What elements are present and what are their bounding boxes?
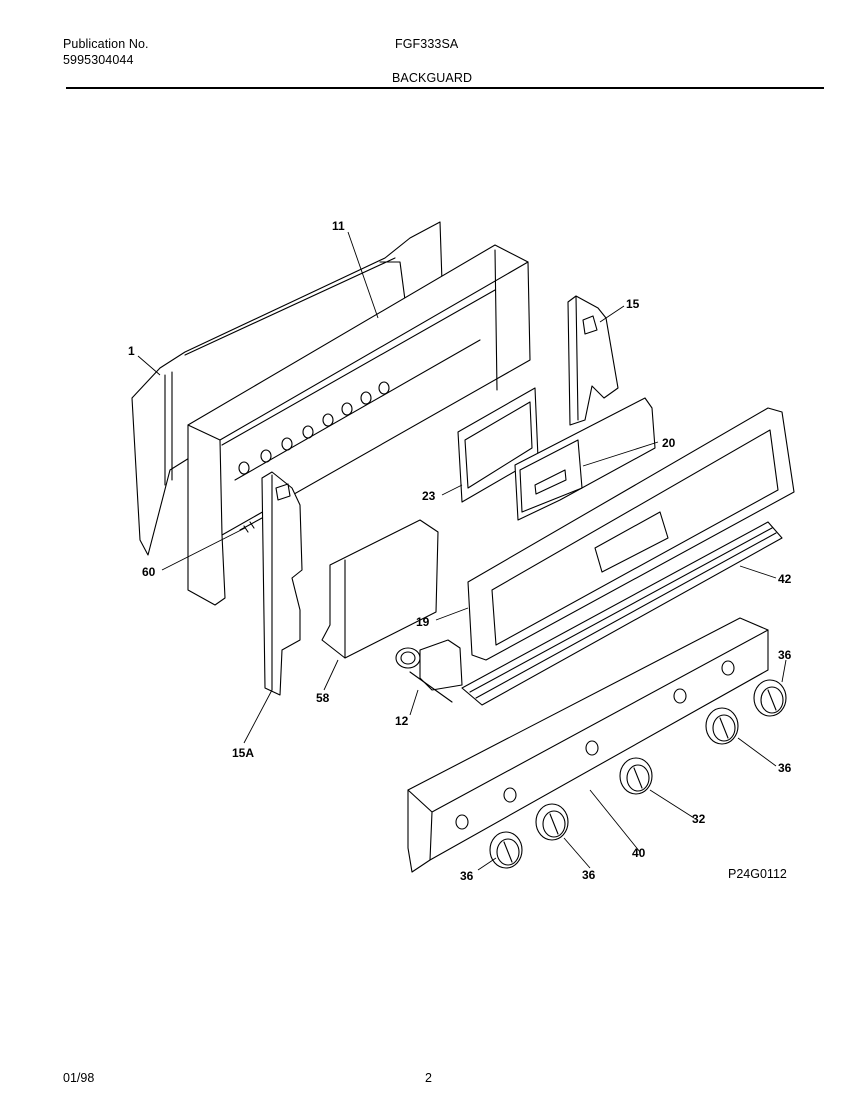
callout-42: 42	[778, 572, 792, 586]
callout-20: 20	[662, 436, 676, 450]
callout-12: 12	[395, 714, 409, 728]
control-knobs	[489, 679, 787, 869]
section-title: BACKGUARD	[392, 71, 473, 85]
manifold-holes	[455, 660, 735, 830]
callout-36-upper-right: 36	[778, 648, 792, 662]
manifold-panel-part	[407, 617, 769, 873]
callout-58: 58	[316, 691, 330, 705]
callout-40: 40	[632, 846, 646, 860]
publication-number: 5995304044	[63, 53, 134, 67]
footer-date: 01/98	[63, 1071, 95, 1085]
knob-36-lower-middle	[535, 803, 569, 841]
control-panel-part	[467, 407, 795, 661]
header-rule	[66, 87, 824, 89]
clock-timer-part	[395, 639, 463, 703]
lower-shield-part	[321, 519, 439, 659]
knob-36-upper-right	[753, 679, 787, 717]
callout-36-lower-middle: 36	[582, 868, 596, 882]
knob-36-lower-left	[489, 831, 523, 869]
screw-part	[239, 517, 263, 533]
right-end-bracket-part	[567, 295, 619, 426]
leader-lines	[137, 231, 787, 871]
callout-32: 32	[692, 812, 706, 826]
backguard-panel-part	[187, 244, 531, 606]
knob-32	[619, 757, 653, 795]
callout-19: 19	[416, 615, 430, 629]
knob-36-upper-middle	[705, 707, 739, 745]
callout-36-lower-left: 36	[460, 869, 474, 883]
control-housing-part	[514, 397, 656, 521]
trim-strip-part	[461, 521, 783, 706]
callout-11: 11	[332, 219, 345, 233]
callout-15a: 15A	[232, 746, 254, 760]
left-end-bracket-part	[261, 471, 303, 696]
callout-labels: 1 11 15 20 23 60 15A 19 42 58 12 36 36 3…	[128, 219, 792, 883]
figure-id: P24G0112	[728, 867, 787, 881]
callout-23: 23	[422, 489, 436, 503]
callout-15: 15	[626, 297, 640, 311]
callout-36-upper-middle: 36	[778, 761, 792, 775]
page-number: 2	[425, 1071, 432, 1085]
callout-1: 1	[128, 344, 135, 358]
callout-60: 60	[142, 565, 156, 579]
publication-label: Publication No.	[63, 37, 149, 51]
panel-holes	[238, 381, 390, 475]
model-number: FGF333SA	[395, 37, 459, 51]
